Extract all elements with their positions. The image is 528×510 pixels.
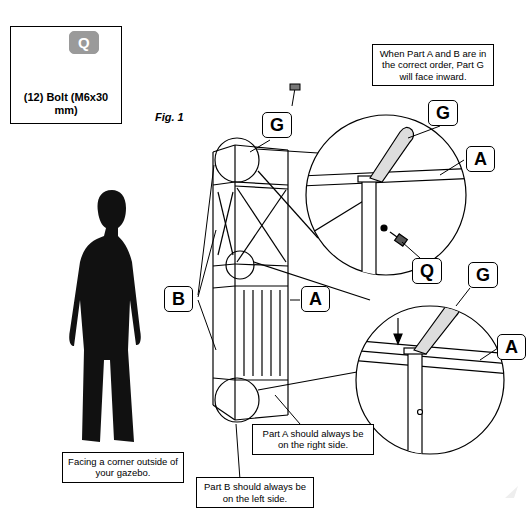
slat-stroke <box>243 290 244 376</box>
callout-letter: Q <box>412 258 442 284</box>
callout-letter: G <box>468 262 498 288</box>
slat-stroke <box>252 290 253 376</box>
node-text: B <box>172 290 185 308</box>
note-box: Part A should always be on the right sid… <box>252 424 374 455</box>
node-text: A <box>505 338 518 356</box>
detail-circle-top <box>300 115 480 290</box>
part-box: (12) Bolt (M6x30 mm) Q <box>10 26 122 124</box>
detail-circle-bottom <box>350 301 510 462</box>
callout-letter: A <box>497 334 526 360</box>
bolt-small <box>290 84 300 106</box>
slat-stroke <box>261 290 262 376</box>
node-text: Facing a corner outside of your gazebo. <box>68 456 178 479</box>
note-box: Facing a corner outside of your gazebo. <box>62 452 184 483</box>
node-text: G <box>436 104 450 122</box>
node-text: Part B should always be on the left side… <box>202 481 308 504</box>
watermark-mark <box>505 486 518 498</box>
slat-stroke <box>270 290 271 376</box>
person-silhouette <box>69 190 141 442</box>
node-text: Part A should always be on the right sid… <box>258 428 368 451</box>
callout-letter: A <box>466 146 495 172</box>
note-box: Part B should always be on the left side… <box>196 477 314 508</box>
part-letter: Q <box>69 31 99 54</box>
node-text: Q <box>78 35 90 50</box>
callout-letter: G <box>428 100 458 126</box>
node-text: G <box>270 116 284 134</box>
node-text: When Part A and B are in the correct ord… <box>378 48 488 82</box>
node-text: Q <box>420 262 434 280</box>
callout-letter: A <box>301 286 330 312</box>
slat-stroke <box>279 290 280 376</box>
figure-label: Fig. 1 <box>155 111 184 123</box>
leader-lines <box>198 126 498 480</box>
callout-letter: G <box>262 112 292 138</box>
node-text: A <box>474 150 487 168</box>
callout-letter: B <box>164 286 193 312</box>
node-text: G <box>476 266 490 284</box>
note-box: When Part A and B are in the correct ord… <box>372 44 494 86</box>
node-text: (12) Bolt (M6x30 mm) <box>19 91 113 119</box>
node-text: A <box>309 290 322 308</box>
